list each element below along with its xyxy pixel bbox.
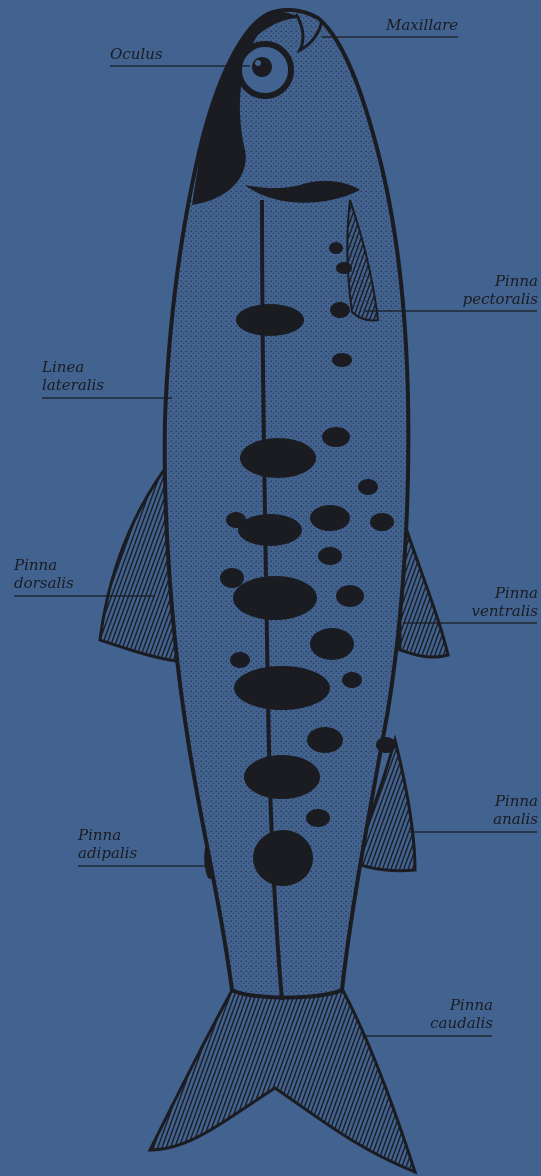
label-oculus: Oculus bbox=[110, 45, 163, 63]
label-pinna-analis: Pinna analis bbox=[493, 792, 538, 828]
label-pinna-pectoralis: Pinna pectoralis bbox=[463, 272, 538, 308]
label-maxillare: Maxillare bbox=[386, 16, 458, 34]
fish-illustration bbox=[100, 10, 448, 1172]
label-pinna-ventralis: Pinna ventralis bbox=[472, 584, 538, 620]
label-pinna-caudalis: Pinna caudalis bbox=[430, 996, 493, 1032]
eye-pupil bbox=[252, 57, 272, 77]
caudal-fin bbox=[150, 985, 415, 1172]
label-pinna-adipalis: Pinna adipalis bbox=[78, 826, 137, 862]
label-pinna-dorsalis: Pinna dorsalis bbox=[14, 556, 74, 592]
label-linea-lateralis: Linea lateralis bbox=[42, 358, 104, 394]
